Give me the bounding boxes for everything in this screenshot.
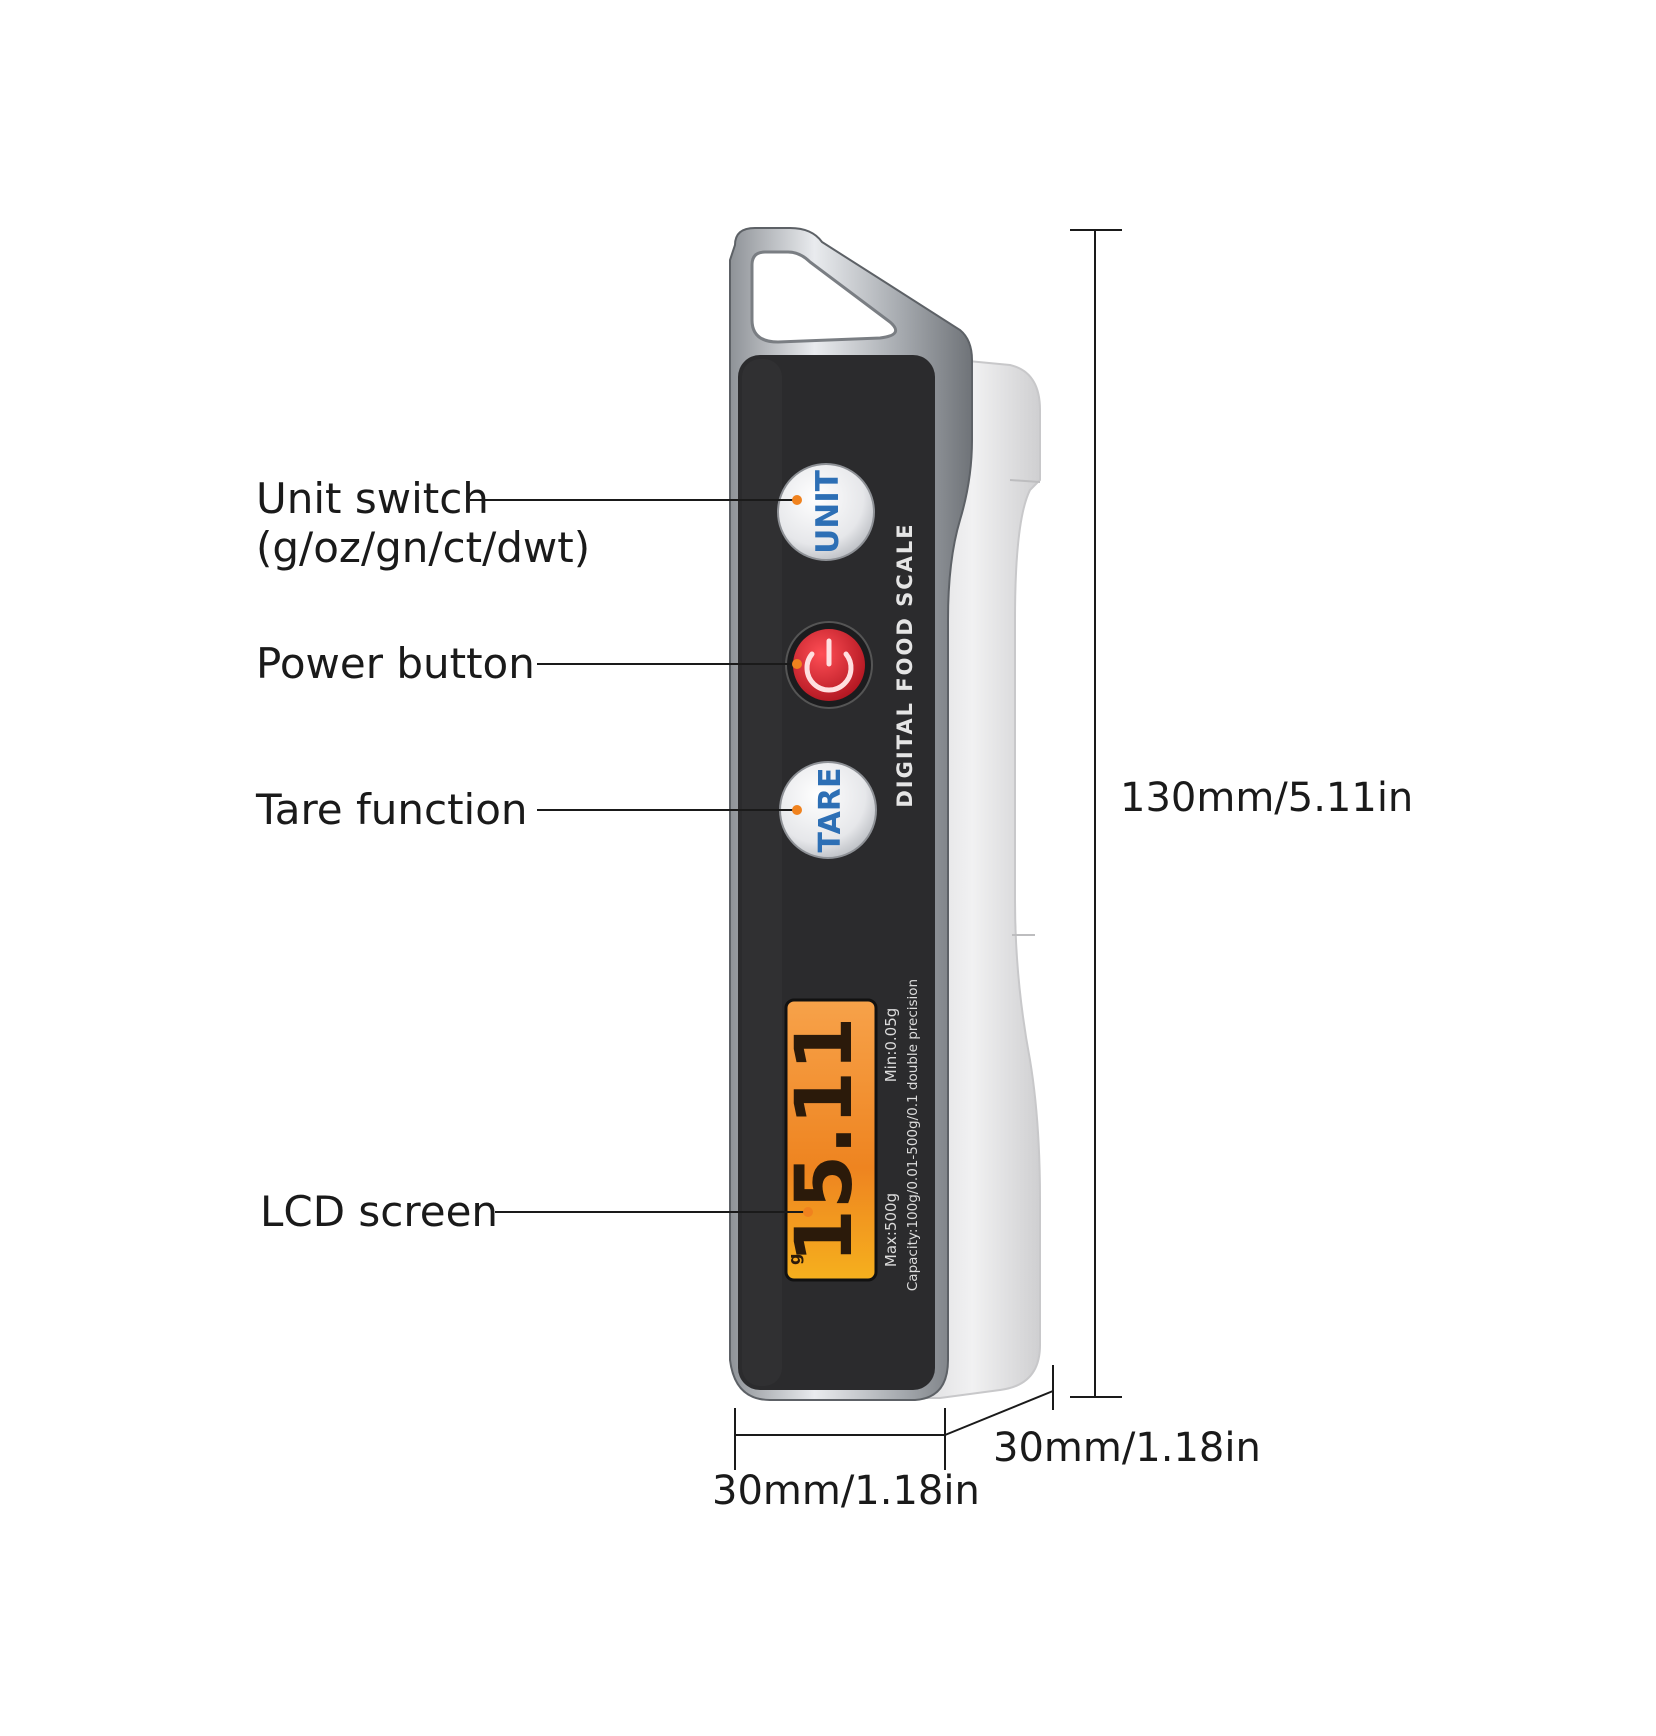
callout-markers xyxy=(792,495,813,1217)
unit-button-label: UNIT xyxy=(810,470,846,554)
depth-dimension-label: 30mm/1.18in xyxy=(993,1425,1261,1471)
power-icon xyxy=(804,638,854,693)
panel-highlight xyxy=(742,359,782,1386)
width-dimension-label: 30mm/1.18in xyxy=(712,1468,980,1514)
lcd-unit: g xyxy=(785,1254,804,1265)
lcd-screen: 15.11 g xyxy=(780,998,878,1282)
tare-button[interactable]: TARE xyxy=(779,761,877,859)
lcd-reading: 15.11 xyxy=(780,1017,870,1264)
hanging-hole xyxy=(750,250,898,344)
spec-capacity: Capacity:100g/0.01-500g/0.1 double preci… xyxy=(905,979,921,1291)
unit-button[interactable]: UNIT xyxy=(777,463,875,561)
body-seam xyxy=(1009,479,1041,483)
callout-lines xyxy=(470,499,808,1213)
tare-button-label: TARE xyxy=(813,768,848,853)
unit-switch-label: Unit switch xyxy=(256,474,489,523)
spec-min: Min:0.05g xyxy=(882,1008,900,1083)
height-dimension-label: 130mm/5.11in xyxy=(1120,775,1414,821)
tare-function-label: Tare function xyxy=(256,785,528,834)
dimension-lines xyxy=(734,229,1122,1470)
lcd-screen-label: LCD screen xyxy=(260,1187,499,1236)
spec-max: Max:500g xyxy=(882,1193,900,1267)
brand-text: DIGITAL FOOD SCALE xyxy=(893,522,917,807)
unit-switch-sublabel: (g/oz/gn/ct/dwt) xyxy=(256,523,591,572)
power-button[interactable] xyxy=(785,621,873,709)
power-button-label: Power button xyxy=(256,639,535,688)
